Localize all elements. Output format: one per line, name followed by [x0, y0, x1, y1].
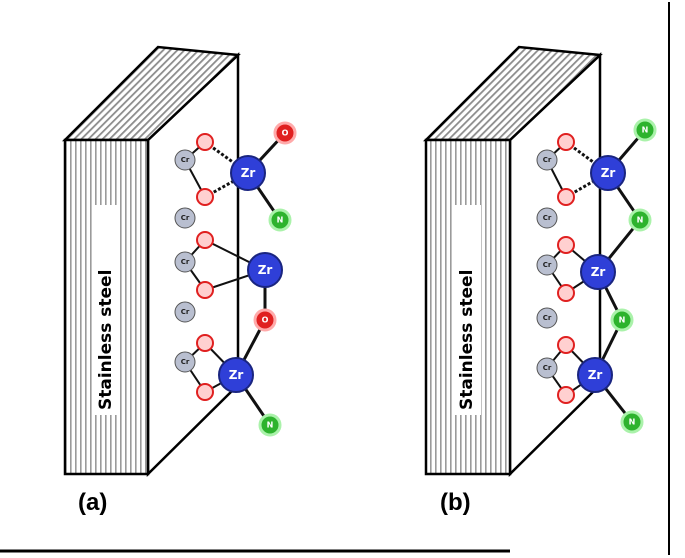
n-label: N	[629, 418, 636, 427]
zr-label: Zr	[588, 368, 603, 382]
zr-atom: Zr	[218, 357, 254, 393]
zr-label: Zr	[229, 368, 244, 382]
n-atom: N	[610, 308, 634, 332]
o-atom	[557, 188, 575, 206]
cr-atom: Cr	[174, 301, 196, 323]
cr-atom: Cr	[536, 207, 558, 229]
o-atom	[196, 334, 214, 352]
panel-a: Stainless steel Cr Cr Cr Cr Cr	[61, 45, 297, 516]
zr-atom: Zr	[247, 252, 283, 288]
zr-label: Zr	[591, 265, 606, 279]
cr-label: Cr	[181, 258, 190, 266]
panel-label: (b)	[440, 489, 471, 516]
cr-atom: Cr	[536, 357, 558, 379]
o-atom	[196, 231, 214, 249]
n-label: N	[619, 316, 626, 325]
label-box	[453, 205, 481, 415]
cr-atom: Cr	[536, 307, 558, 329]
label-box	[92, 205, 120, 415]
n-atom: N	[628, 208, 652, 232]
n-label: N	[642, 126, 649, 135]
o-atom	[557, 284, 575, 302]
o-label: O	[262, 316, 269, 325]
zr-label: Zr	[241, 166, 256, 180]
cr-label: Cr	[543, 364, 552, 372]
cr-atom: Cr	[536, 149, 558, 171]
zr-label: Zr	[601, 166, 616, 180]
n-atom: N	[268, 208, 292, 232]
o-atom	[557, 336, 575, 354]
n-atom: N	[620, 410, 644, 434]
cr-atom: Cr	[536, 254, 558, 276]
cr-label: Cr	[543, 261, 552, 269]
zr-atom: Zr	[580, 254, 616, 290]
cr-label: Cr	[181, 358, 190, 366]
cr-label: Cr	[181, 156, 190, 164]
o-label: O	[282, 129, 289, 138]
o-atom	[196, 383, 214, 401]
o-atom	[196, 188, 214, 206]
block-label: Stainless steel	[457, 270, 477, 410]
n-atom: N	[633, 118, 657, 142]
cr-atom: Cr	[174, 207, 196, 229]
panel-b: Stainless steel Cr Cr Cr Cr Cr	[422, 45, 657, 516]
zr-atom: Zr	[577, 357, 613, 393]
zr-atom: Zr	[590, 155, 626, 191]
zr-label: Zr	[258, 263, 273, 277]
o-atom	[196, 133, 214, 151]
cr-label: Cr	[543, 156, 552, 164]
cr-label: Cr	[181, 308, 190, 316]
n-label: N	[267, 421, 274, 430]
n-label: N	[277, 216, 284, 225]
o-atom-outer: O	[273, 121, 297, 145]
o-atom	[557, 386, 575, 404]
cr-label: Cr	[543, 214, 552, 222]
o-atom-outer: O	[253, 308, 277, 332]
n-atom: N	[258, 413, 282, 437]
cr-label: Cr	[181, 214, 190, 222]
o-atom	[557, 133, 575, 151]
cr-atom: Cr	[174, 251, 196, 273]
cr-atom: Cr	[174, 149, 196, 171]
o-atom	[196, 281, 214, 299]
cr-atom: Cr	[174, 351, 196, 373]
n-label: N	[637, 216, 644, 225]
zr-atom: Zr	[230, 155, 266, 191]
panel-label: (a)	[78, 489, 107, 516]
o-atom	[557, 236, 575, 254]
cr-label: Cr	[543, 314, 552, 322]
block-label: Stainless steel	[96, 270, 116, 410]
